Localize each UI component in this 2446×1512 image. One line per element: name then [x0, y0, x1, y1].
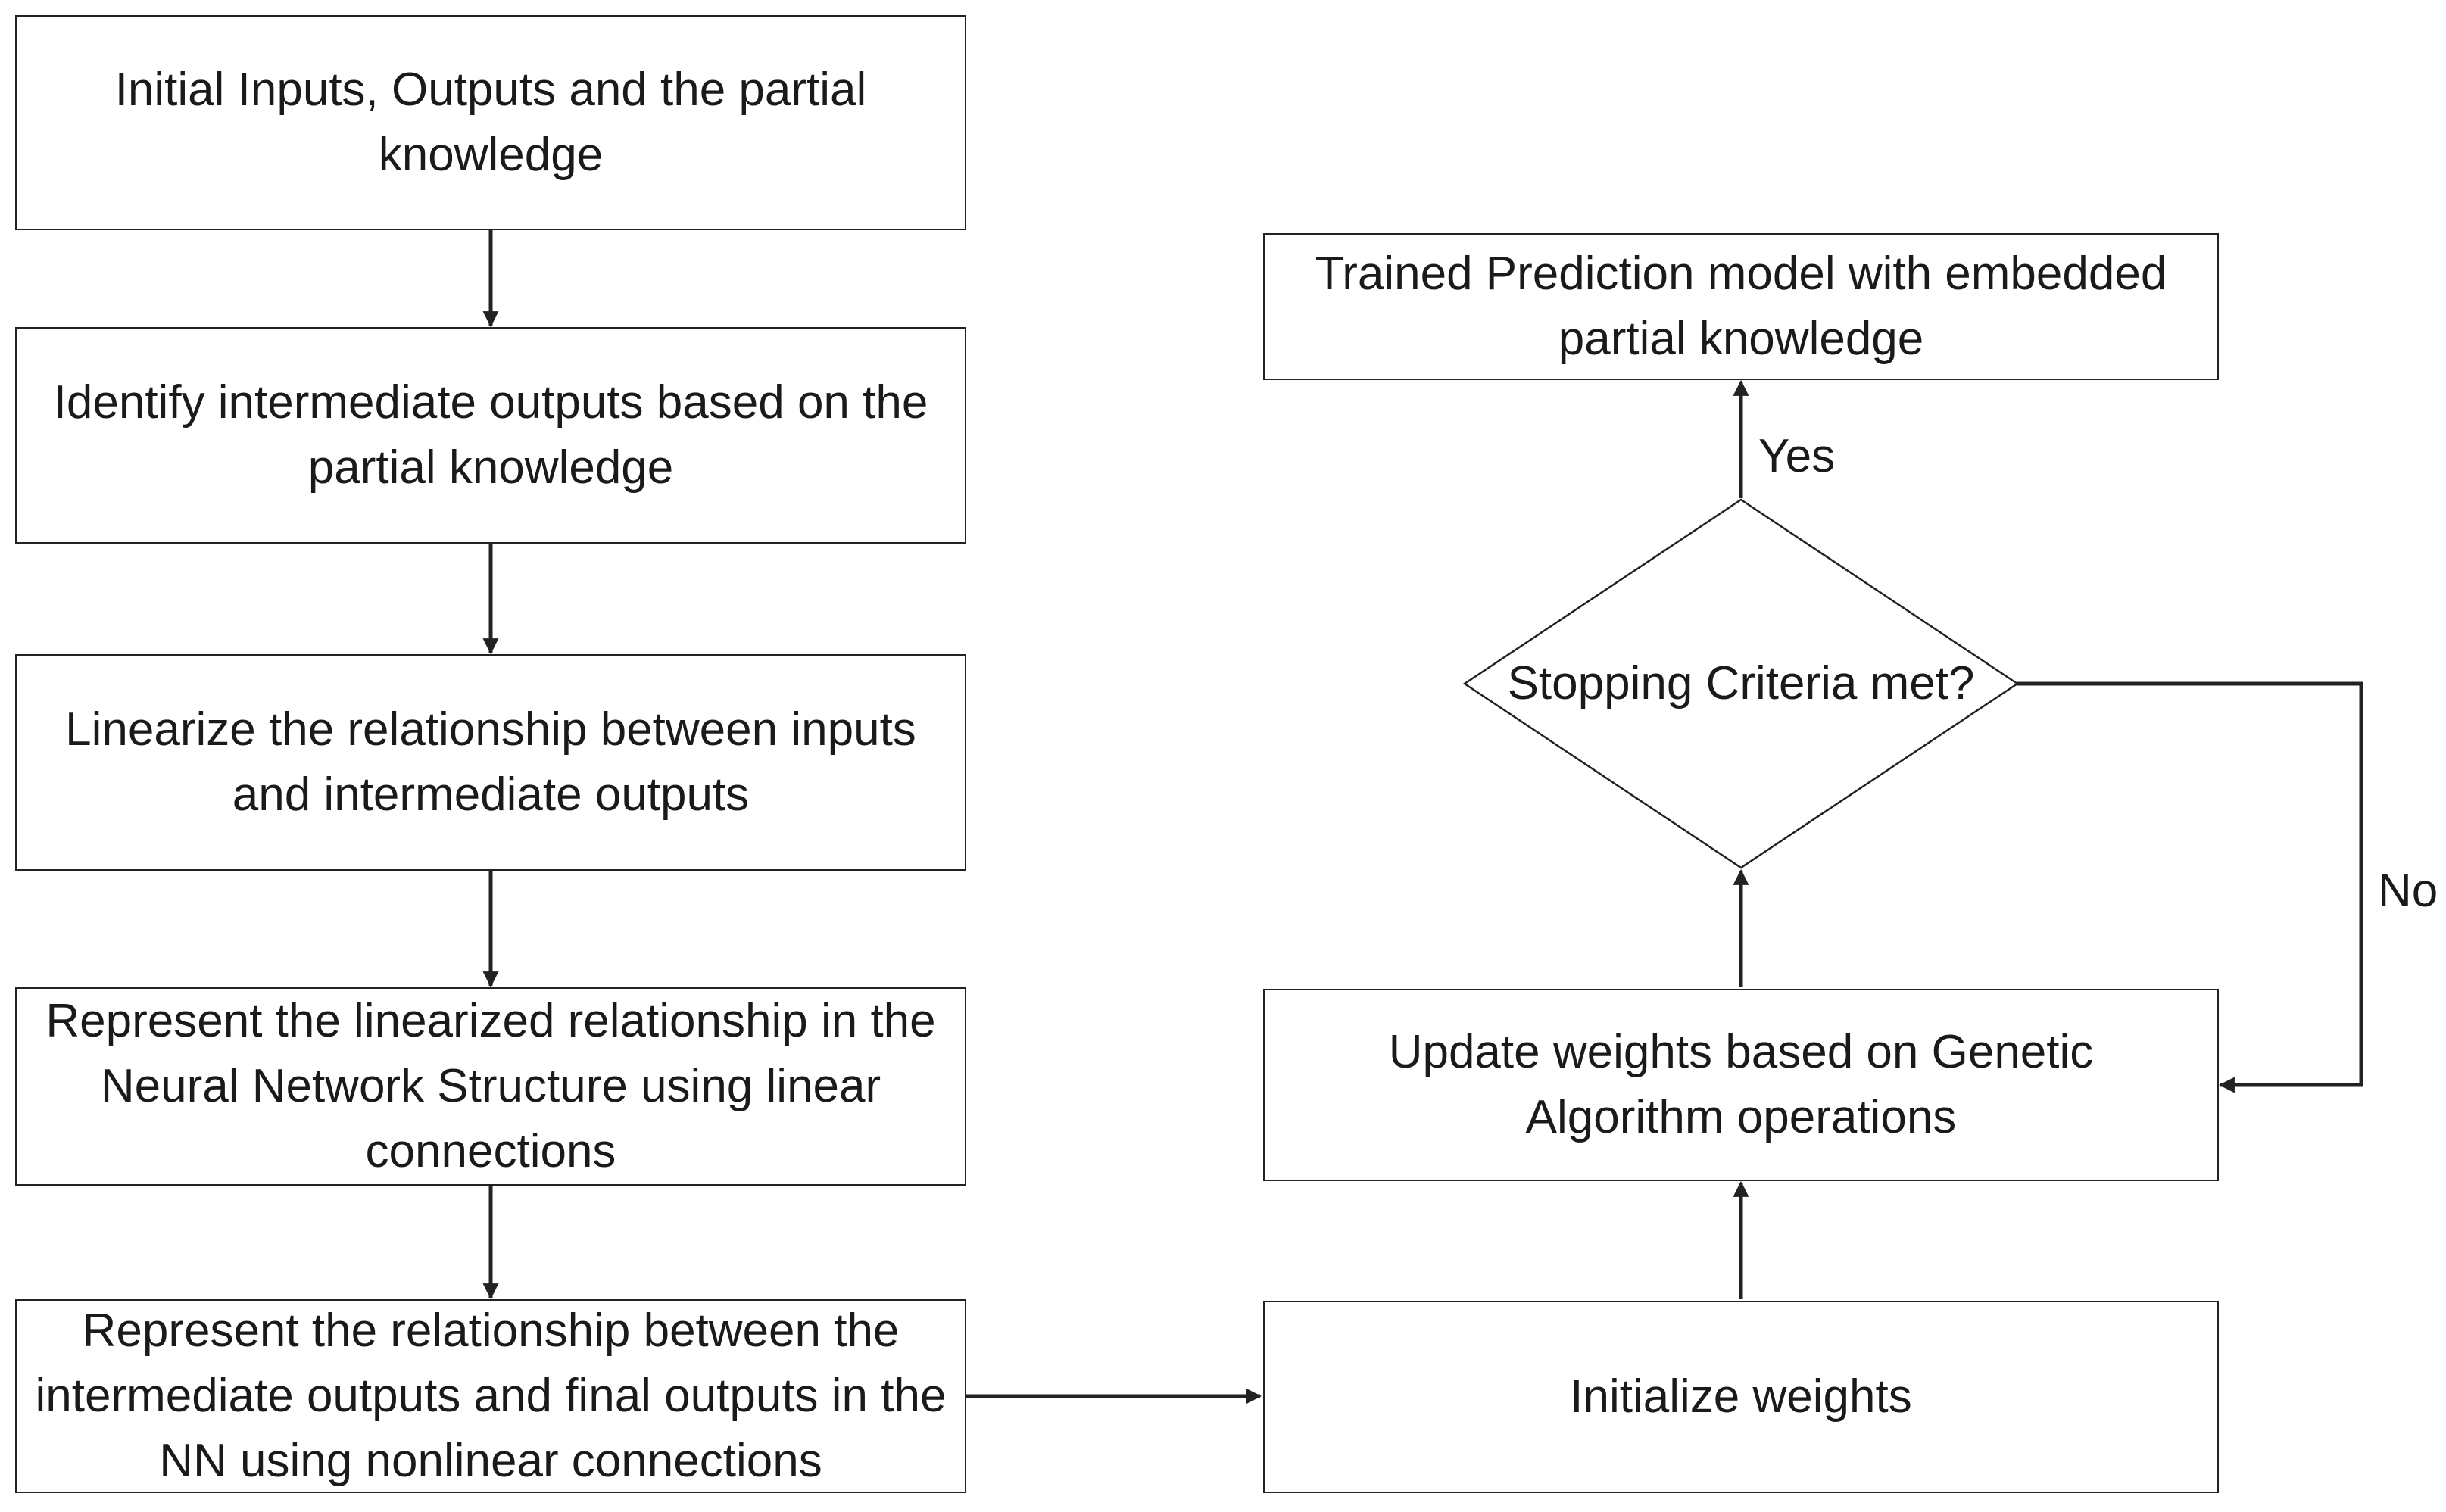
node-represent-linear: Represent the linearized relationship in…	[15, 987, 966, 1186]
node-initial-inputs: Initial Inputs, Outputs and the partial …	[15, 15, 966, 230]
node-represent-nonlinear: Represent the relationship between the i…	[15, 1299, 966, 1493]
decision-label: Stopping Criteria met?	[1507, 657, 1975, 709]
node-trained-model-text: Trained Prediction model with embedded p…	[1315, 248, 2167, 365]
node-update-weights: Update weights based on Genetic Algorith…	[1263, 989, 2219, 1181]
arrow-decision-no-loop	[2017, 681, 2363, 1093]
node-initialize-weights-text: Initialize weights	[1570, 1370, 1912, 1423]
node-represent-nonlinear-text: Represent the relationship between the i…	[35, 1305, 947, 1487]
node-represent-linear-text: Represent the linearized relationship in…	[45, 995, 936, 1177]
node-initial-inputs-text: Initial Inputs, Outputs and the partial …	[114, 64, 867, 181]
node-trained-model: Trained Prediction model with embedded p…	[1263, 233, 2219, 380]
node-linearize-text: Linearize the relationship between input…	[65, 703, 916, 821]
node-identify-intermediate: Identify intermediate outputs based on t…	[15, 327, 966, 544]
node-update-weights-text: Update weights based on Genetic Algorith…	[1388, 1026, 2094, 1143]
decision-diamond	[1462, 498, 2020, 869]
node-initialize-weights: Initialize weights	[1263, 1301, 2219, 1493]
node-identify-intermediate-text: Identify intermediate outputs based on t…	[53, 376, 928, 494]
node-linearize: Linearize the relationship between input…	[15, 654, 966, 871]
yes-label: Yes	[1758, 430, 1836, 482]
no-label: No	[2378, 865, 2438, 917]
